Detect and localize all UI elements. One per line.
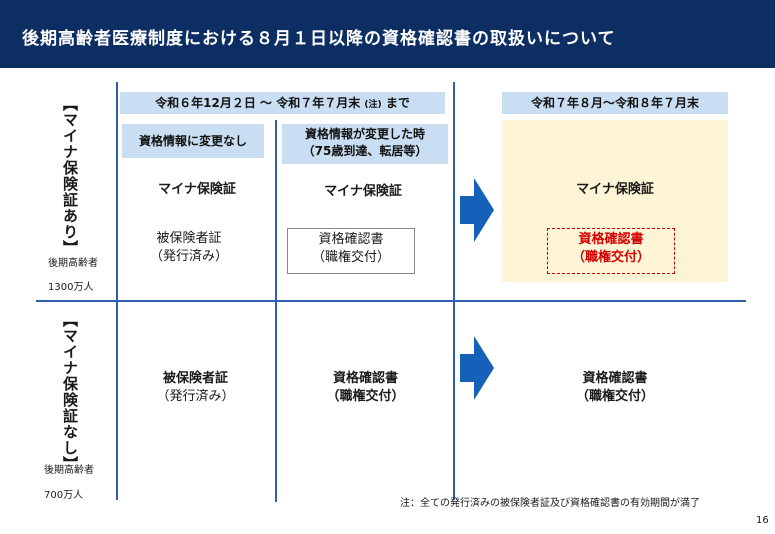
- row1-col2-sub-line2: （職権交付）: [311, 250, 390, 265]
- row1-col2-main: マイナ保険証: [324, 184, 402, 199]
- col2-header-line2: （75歳到達、転居等）: [302, 144, 428, 158]
- row1-col3-box: 資格確認書 （職権交付）: [547, 228, 675, 274]
- page-title: 後期高齢者医療制度における８月１日以降の資格確認書の取扱いについて: [22, 29, 616, 49]
- row1-col1-sub-line1: 被保険者証: [156, 231, 222, 246]
- row1-col3-main: マイナ保険証: [576, 182, 654, 197]
- page-number: 16: [756, 515, 769, 526]
- vertical-divider-left: [116, 82, 118, 500]
- row1-count: 1300万人: [48, 282, 94, 293]
- row2-col3-line1: 資格確認書: [582, 371, 648, 386]
- row2-label: 【マイナ保険証なし】: [61, 312, 79, 472]
- period-current-suffix: まで: [385, 96, 410, 110]
- title-bar: [0, 0, 775, 68]
- row2-col3-line2: （職権交付）: [575, 389, 654, 404]
- arrow-right-icon-row1: [460, 178, 494, 242]
- row2-col1: 被保険者証 （発行済み）: [118, 370, 273, 406]
- row2-col2: 資格確認書 （職権交付）: [278, 370, 453, 406]
- vertical-divider-middle: [275, 120, 277, 502]
- vertical-divider-right: [453, 82, 455, 500]
- row1-col2-sub-line1: 資格確認書: [318, 232, 384, 247]
- period-current-header: 令和６年12月２日 〜 令和７年７月末 (注) まで: [120, 92, 445, 114]
- footnote: 注：全ての発行済みの被保険者証及び資格確認書の有効期間が満了: [400, 498, 700, 509]
- period-future-header: 令和７年８月〜令和８年７月末: [502, 92, 728, 114]
- arrow-right-icon-row2: [460, 336, 494, 400]
- row1-col1-sub-line2: （発行済み）: [149, 249, 228, 264]
- horizontal-divider: [36, 300, 746, 302]
- row1-col3-sub-line2: （職権交付）: [571, 250, 650, 265]
- row2-count-label: 後期高齢者: [44, 465, 94, 476]
- row2-col2-line1: 資格確認書: [332, 371, 398, 386]
- row2-count: 700万人: [44, 490, 84, 501]
- row2-col1-line1: 被保険者証: [162, 371, 228, 386]
- col2-header: 資格情報が変更した時 （75歳到達、転居等）: [282, 124, 448, 164]
- row1-label: 【マイナ保険証あり】: [61, 96, 79, 256]
- row1-count-label: 後期高齢者: [48, 258, 98, 269]
- col1-header: 資格情報に変更なし: [122, 124, 264, 158]
- row2-col1-line2: （発行済み）: [156, 389, 235, 404]
- period-current-text: 令和６年12月２日 〜 令和７年７月末: [155, 96, 361, 110]
- row1-col3-sub-line1: 資格確認書: [578, 232, 644, 247]
- col2-header-line1: 資格情報が変更した時: [304, 127, 425, 141]
- row1-col1-main: マイナ保険証: [158, 182, 236, 197]
- future-column-highlight: [502, 120, 728, 282]
- row2-col3: 資格確認書 （職権交付）: [502, 370, 728, 406]
- row2-col2-line2: （職権交付）: [326, 389, 405, 404]
- period-current-note: (注): [364, 100, 382, 110]
- row1-col1-sub: 被保険者証 （発行済み）: [118, 230, 260, 266]
- row1-col2-box: 資格確認書 （職権交付）: [287, 228, 415, 274]
